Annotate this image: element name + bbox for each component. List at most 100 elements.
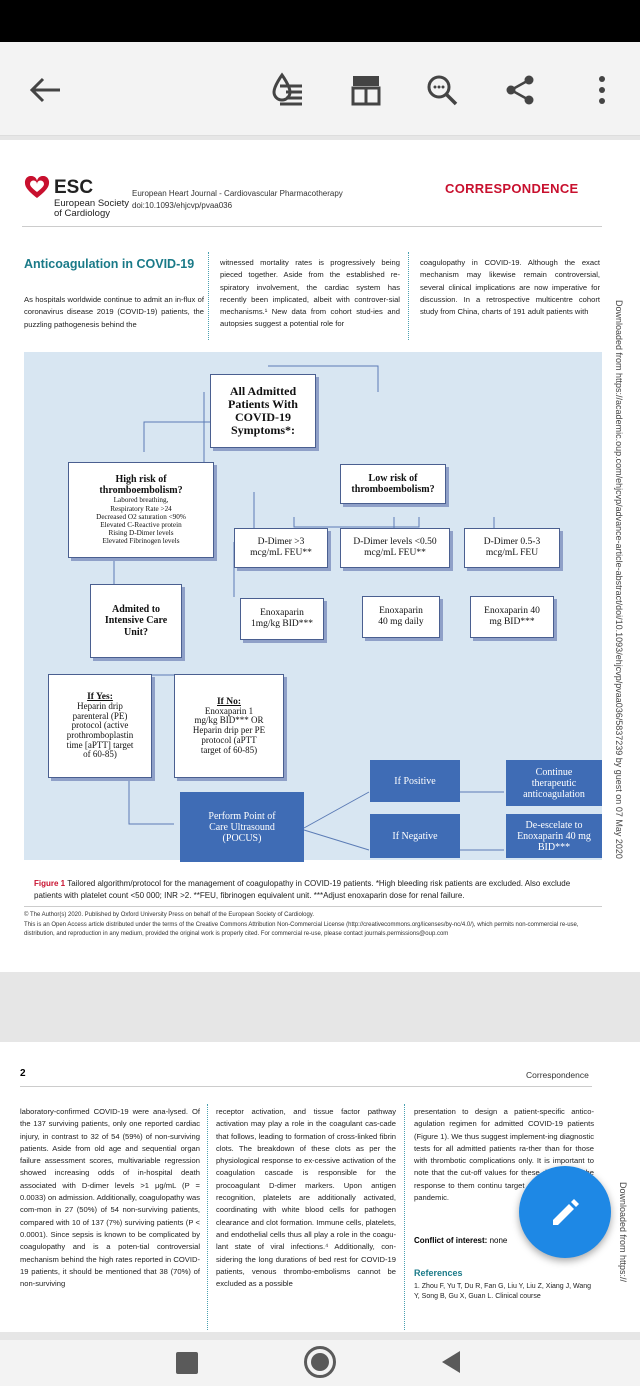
- figure-flowchart: All Admitted Patients With COVID-19 Symp…: [24, 352, 602, 862]
- more-options-icon[interactable]: [582, 70, 622, 110]
- search-icon[interactable]: [422, 70, 462, 110]
- low-risk-title-l2: thromboembolism?: [351, 484, 435, 495]
- column-separator: [208, 252, 209, 340]
- society-line-1: European Society: [54, 198, 129, 209]
- pocus-l2: Care Ultrasound: [209, 821, 275, 833]
- figure-caption-text: Tailored algorithm/protocol for the mana…: [34, 879, 571, 900]
- esc-logo-text: ESC: [54, 177, 94, 198]
- high-risk-item: Respiratory Rate >24: [110, 504, 172, 513]
- flow-node-enox-1mg: Enoxaparin 1mg/kg BID***: [240, 598, 324, 640]
- flow-node-high-risk: High risk of thromboembolism? Labored br…: [68, 462, 214, 558]
- continue-l3: anticoagulation: [523, 788, 585, 800]
- conflict-value: none: [489, 1236, 508, 1245]
- license-line-1: © The Author(s) 2020. Published by Oxfor…: [24, 912, 315, 918]
- status-bar: [0, 0, 640, 42]
- flow-node-all-patients-l2: Patients With: [228, 397, 298, 411]
- page2-col-3: presentation to design a patient-specifi…: [414, 1107, 594, 1203]
- android-nav-bar: [0, 1340, 640, 1386]
- edit-fab-button[interactable]: [519, 1166, 611, 1258]
- license-divider: [24, 906, 602, 907]
- running-head: Correspondence: [526, 1070, 589, 1080]
- high-risk-title-l2: thromboembolism?: [99, 485, 183, 497]
- back-triangle-icon[interactable]: [440, 1349, 462, 1380]
- page-number: 2: [20, 1068, 26, 1079]
- deescalate-l2: Enoxaparin 40 mg: [517, 830, 591, 842]
- page2-header-divider: [20, 1086, 592, 1087]
- toolbar: [0, 42, 640, 136]
- header-divider: [22, 226, 602, 227]
- if-yes-line: Heparin drip: [77, 701, 123, 712]
- column-separator: [408, 252, 409, 340]
- flow-node-all-patients: All Admitted Patients With COVID-19 Symp…: [210, 374, 316, 448]
- home-circle-icon[interactable]: [304, 1346, 336, 1378]
- society-line-2: of Cardiology: [54, 208, 110, 219]
- enox-1mg-l2: 1mg/kg BID***: [250, 619, 313, 629]
- flow-node-low-risk: Low risk of thromboembolism?: [340, 464, 446, 504]
- download-watermark: Downloaded from https://academic.oup.com…: [614, 300, 624, 859]
- page2-col-2: receptor activation, and tissue factor p…: [216, 1107, 396, 1289]
- icu-l2: Intensive Care: [104, 615, 168, 627]
- column-separator: [207, 1104, 208, 1330]
- enox-1mg-l1: Enoxaparin: [260, 608, 304, 618]
- ddimer-mid-l1: D-Dimer 0.5-3: [483, 537, 541, 547]
- recents-square-icon[interactable]: [176, 1352, 198, 1374]
- if-yes-line: time [aPTT] target: [66, 739, 134, 750]
- enox-40-daily-l1: Enoxaparin: [379, 606, 423, 616]
- license-line-2: This is an Open Access article distribut…: [24, 921, 579, 938]
- download-watermark-page2: Downloaded from https://: [618, 1182, 628, 1283]
- page-layout-icon[interactable]: [346, 70, 386, 110]
- flow-node-enox-40-daily: Enoxaparin 40 mg daily: [362, 596, 440, 638]
- flow-node-all-patients-l1: All Admitted: [229, 384, 297, 398]
- share-icon[interactable]: [500, 70, 540, 110]
- high-risk-item: Rising D-Dimer levels: [108, 529, 174, 538]
- if-yes-line: prothromboplastin: [66, 730, 134, 740]
- article-col-3: coagulopathy in COVID-19. Although the e…: [420, 258, 600, 317]
- reference-1: 1. Zhou F, Yu T, Du R, Fan G, Liu Y, Liu…: [414, 1283, 592, 1300]
- high-risk-title-l1: High risk of: [115, 474, 167, 486]
- icu-l1: Admited to: [111, 603, 161, 615]
- if-yes-line: of 60-85): [83, 749, 117, 760]
- if-yes-title: If Yes:: [87, 692, 113, 703]
- ddimer-high-l1: D-Dimer >3: [257, 537, 305, 547]
- license-text: © The Author(s) 2020. Published by Oxfor…: [24, 911, 594, 940]
- ddimer-high-l2: mcg/mL FEU**: [250, 548, 312, 558]
- home-circle-inner: [311, 1353, 329, 1371]
- section-heading: CORRESPONDENCE: [445, 181, 579, 196]
- article-col-2: witnessed mortality rates is progressive…: [220, 258, 400, 329]
- flow-node-ddimer-low: D-Dimer levels <0.50 mcg/mL FEU**: [340, 528, 450, 568]
- figure-caption: Figure 1 Tailored algorithm/protocol for…: [34, 878, 594, 901]
- pdf-page-1: ESC European Society of Cardiology Europ…: [0, 140, 640, 972]
- enox-40-bid-l1: Enoxaparin 40: [484, 606, 540, 616]
- reading-mode-icon[interactable]: [268, 70, 308, 110]
- low-risk-title-l1: Low risk of: [368, 473, 418, 484]
- flow-node-enox-40-bid: Enoxaparin 40 mg BID***: [470, 596, 554, 638]
- high-risk-item: Labored breathing,: [113, 496, 169, 505]
- enox-40-bid-l2: mg BID***: [489, 617, 535, 627]
- flow-node-if-positive: If Positive: [370, 760, 460, 802]
- flow-node-continue: Continue therapeutic anticoagulation: [506, 760, 602, 806]
- high-risk-item: Elevated C-Reactive protein: [100, 521, 182, 529]
- flow-node-if-yes: If Yes: Heparin drip parenteral (PE) pro…: [48, 674, 152, 778]
- high-risk-item: Elevated Fibrinogen levels: [102, 537, 180, 546]
- enox-40-daily-l2: 40 mg daily: [378, 617, 424, 627]
- flow-node-icu: Admited to Intensive Care Unit?: [90, 584, 182, 658]
- icu-l3: Unit?: [124, 626, 148, 638]
- back-arrow-icon[interactable]: [26, 70, 66, 110]
- if-no-line: target of 60-85): [200, 744, 258, 755]
- flow-node-deescalate: De-escelate to Enoxaparin 40 mg BID***: [506, 814, 602, 858]
- if-no-title: If No:: [216, 696, 241, 707]
- flow-node-pocus: Perform Point of Care Ultrasound (POCUS): [180, 792, 304, 862]
- flow-node-ddimer-mid: D-Dimer 0.5-3 mcg/mL FEU: [464, 528, 560, 568]
- doi: doi:10.1093/ehjcvp/pvaa036: [132, 201, 233, 210]
- continue-l1: Continue: [535, 766, 573, 778]
- if-yes-line: protocol (active: [71, 720, 129, 731]
- flow-node-all-patients-l4: Symptoms*:: [230, 423, 295, 437]
- conflict-of-interest: Conflict of interest: none: [414, 1236, 507, 1245]
- flow-node-all-patients-l3: COVID-19: [235, 410, 291, 424]
- pocus-l1: Perform Point of: [208, 810, 276, 822]
- article-col-1: As hospitals worldwide continue to admit…: [24, 295, 204, 329]
- if-no-line: protocol (aPTT: [201, 734, 257, 745]
- edit-pencil-icon: [553, 1199, 579, 1225]
- journal-name: European Heart Journal - Cardiovascular …: [132, 189, 343, 198]
- flow-node-if-no: If No: Enoxaparin 1 mg/kg BID*** OR Hepa…: [174, 674, 284, 778]
